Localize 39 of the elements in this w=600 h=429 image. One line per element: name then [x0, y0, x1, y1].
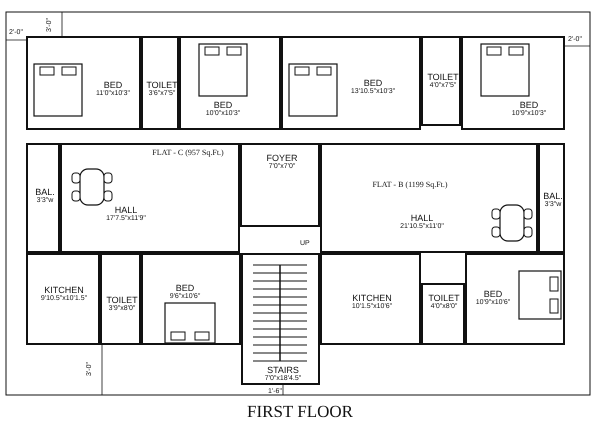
- room-outline: [26, 253, 100, 345]
- room-name: HALL: [410, 213, 434, 223]
- room-name: BED: [212, 100, 234, 110]
- room-outline: [421, 283, 465, 345]
- room-name: BED: [362, 78, 384, 88]
- room-outline: [60, 143, 240, 253]
- room-name: BED: [102, 80, 124, 90]
- room-name: BED: [482, 289, 504, 299]
- room-outline: [241, 253, 320, 385]
- room-outline: [320, 253, 421, 345]
- room-name: TOILET: [427, 72, 459, 82]
- room-outline: [465, 253, 565, 345]
- room-name: FOYER: [266, 153, 298, 163]
- room-outline: [538, 143, 565, 253]
- room-outline: [240, 143, 320, 227]
- caption: FIRST FLOOR: [246, 402, 354, 422]
- room-name: TOILET: [146, 80, 178, 90]
- room-name: BED: [518, 100, 540, 110]
- room-outline: [141, 36, 179, 130]
- room-name: STAIRS: [266, 365, 300, 375]
- room-outline: [179, 36, 281, 130]
- room-name: KITCHEN: [352, 293, 392, 303]
- room-outline: [26, 36, 141, 130]
- room-name: BAL.: [543, 191, 563, 201]
- room-name: KITCHEN: [43, 285, 85, 295]
- room-outline: [461, 36, 565, 130]
- room-outline: [100, 253, 141, 345]
- room-name: TOILET: [428, 293, 460, 303]
- room-outline: [421, 36, 461, 126]
- room-name: BAL.: [35, 187, 55, 197]
- flat-label: FLAT - C (957 Sq.Ft.): [151, 148, 225, 157]
- room-outline: [320, 143, 538, 253]
- room-outline: [26, 143, 60, 253]
- room-name: TOILET: [106, 295, 138, 305]
- room-outline: [281, 36, 421, 130]
- room-name: BED: [174, 283, 196, 293]
- flat-label: FLAT - B (1199 Sq.Ft.): [371, 180, 449, 189]
- room-outline: [141, 253, 241, 345]
- room-name: HALL: [114, 205, 138, 215]
